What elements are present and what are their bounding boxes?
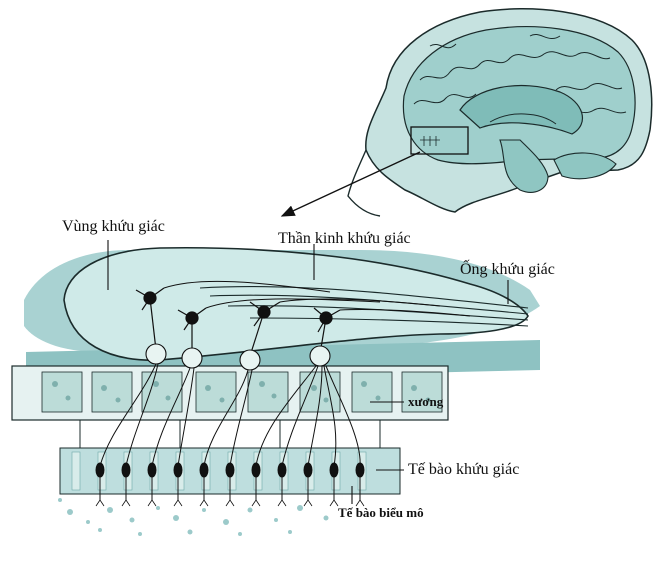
- zoom-box: [410, 126, 469, 155]
- label-olfactory-tract: Ống khứu giác: [460, 261, 555, 278]
- leader-lines: [107, 240, 509, 504]
- olfactory-bulb-mini: [420, 136, 440, 146]
- glomeruli: [145, 343, 331, 371]
- receptor-axons: [99, 363, 361, 467]
- brain-illustration: [347, 8, 653, 217]
- brainstem: [499, 139, 549, 193]
- mucus-dots: [58, 498, 329, 536]
- neuron-3: [249, 301, 281, 357]
- label-olfactory-area: Vùng khứu giác: [62, 218, 165, 235]
- label-bone: xương: [408, 394, 444, 409]
- nose-profile: [347, 149, 381, 217]
- axons: [163, 280, 471, 317]
- receptor-cells: [95, 462, 365, 500]
- neuron-1: [135, 287, 165, 351]
- cross-section: [11, 246, 540, 536]
- neuron-4: [313, 307, 341, 355]
- bone-pores: [52, 381, 431, 403]
- label-olfactory-cells: Tế bào khứu giác: [408, 461, 520, 478]
- zoom-arrow: [280, 151, 421, 217]
- bone-rods: [79, 420, 381, 450]
- cilia: [95, 499, 365, 507]
- label-epithelial-cells: Tế bào biểu mô: [338, 505, 424, 520]
- cerebellum: [553, 152, 617, 180]
- label-olfactory-nerve: Thần kinh khứu giác: [278, 230, 411, 247]
- bone-cells: [41, 371, 443, 413]
